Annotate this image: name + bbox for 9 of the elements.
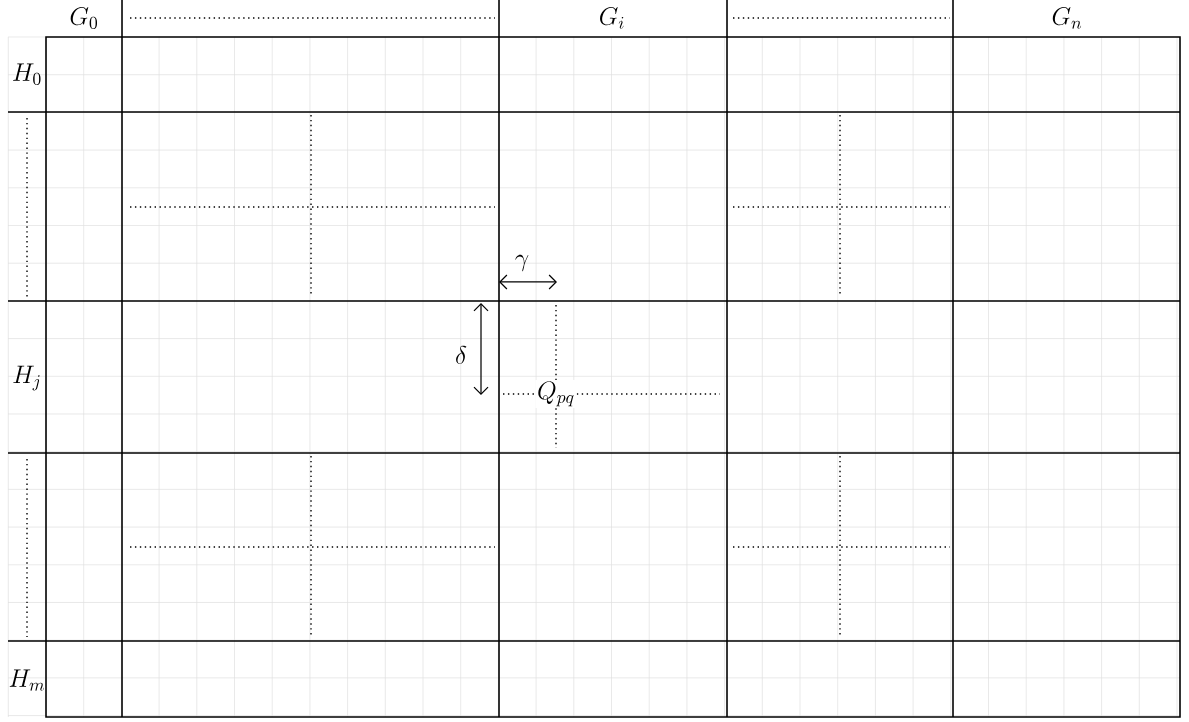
dimension-label: $\gamma$	[515, 254, 529, 272]
column-label: $G_n$	[1052, 6, 1082, 29]
column-label: $G_0$	[70, 6, 97, 29]
row-label: $H_m$	[9, 669, 45, 691]
row-label: $H_0$	[13, 63, 41, 85]
cell-label: $Q_{pq}$	[535, 379, 577, 408]
dimension-label: $\delta$	[456, 345, 467, 365]
column-label: $G_i$	[600, 6, 624, 29]
row-label: $H_j$	[13, 365, 40, 391]
